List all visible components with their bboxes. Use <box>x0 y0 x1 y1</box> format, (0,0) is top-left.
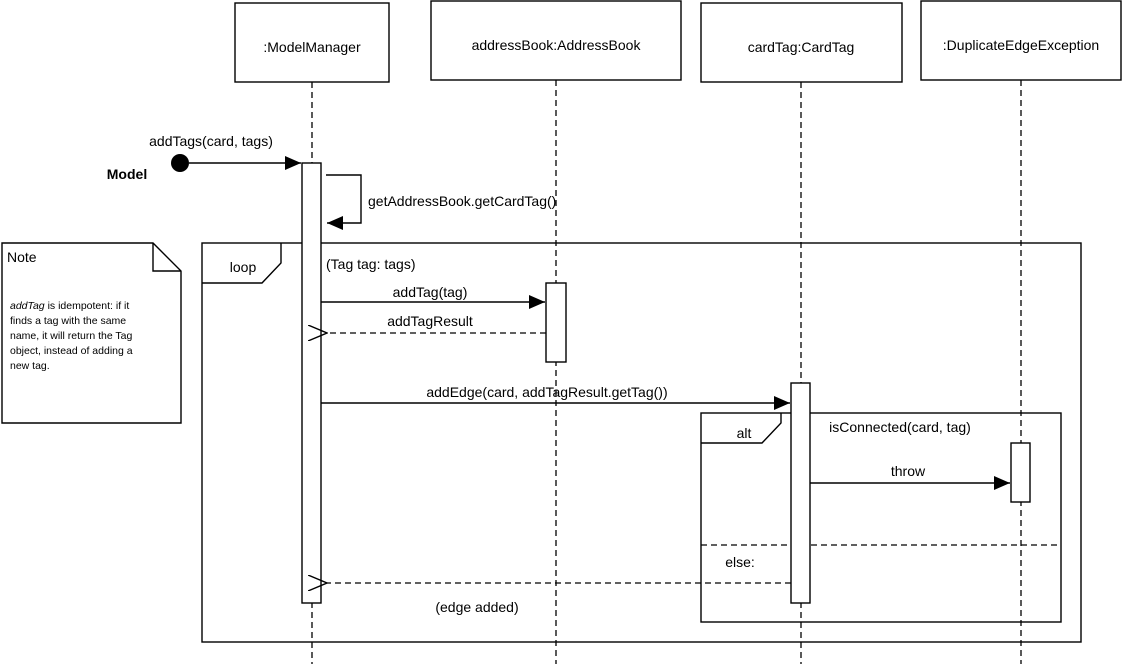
activation-model-manager <box>301 162 322 604</box>
participant-address-book[interactable]: addressBook:AddressBook <box>430 0 682 81</box>
note-line-5: new tag. <box>10 360 50 372</box>
participant-label: cardTag:CardTag <box>748 39 855 55</box>
note[interactable]: Note addTag is idempotent: if it finds a… <box>1 242 182 424</box>
note-line-4: object, instead of adding a <box>10 345 133 357</box>
actor-model[interactable]: Model <box>107 154 189 182</box>
note-line-3: name, it will return the Tag <box>10 330 133 342</box>
alt-fragment: alt <box>700 412 1062 623</box>
loop-label: loop <box>230 259 257 275</box>
initial-node-icon <box>171 154 189 172</box>
participant-model-manager[interactable]: :ModelManager <box>234 2 390 83</box>
message-throw-label: throw <box>891 463 926 479</box>
message-edge-added-label: (edge added) <box>435 599 518 615</box>
participant-duplicate-edge-exception[interactable]: :DuplicateEdgeException <box>920 0 1122 81</box>
note-title: Note <box>7 249 37 265</box>
note-shape <box>1 242 182 424</box>
message-get-card-tag-arrow <box>326 174 362 230</box>
participant-card-tag[interactable]: cardTag:CardTag <box>700 2 903 83</box>
note-fold-icon <box>152 243 181 272</box>
loop-guard: (Tag tag: tags) <box>326 256 416 272</box>
message-get-card-tag-label: getAddressBook.getCardTag() <box>368 193 556 209</box>
alt-guard: isConnected(card, tag) <box>829 419 971 435</box>
message-add-tag-result-label: addTagResult <box>387 313 473 329</box>
actor-label: Model <box>107 166 147 182</box>
note-line-2: finds a tag with the same <box>10 315 126 327</box>
note-line-1: addTag is idempotent: if it <box>10 300 129 312</box>
participant-label: addressBook:AddressBook <box>472 37 642 53</box>
activation-card-tag <box>790 382 811 604</box>
message-add-tags-label: addTags(card, tags) <box>149 133 273 149</box>
activation-duplicate-edge-exception <box>1010 442 1031 503</box>
message-add-edge-label: addEdge(card, addTagResult.getTag()) <box>426 384 667 400</box>
note-line-1-em: addTag <box>10 300 45 312</box>
alt-else-guard: else: <box>725 554 755 570</box>
message-add-tag-label: addTag(tag) <box>393 284 468 300</box>
participant-label: :ModelManager <box>263 39 361 55</box>
loop-fragment: loop <box>201 242 1082 643</box>
activation-address-book <box>545 282 567 363</box>
note-line-1-text: is idempotent: if it <box>45 300 130 312</box>
participant-label: :DuplicateEdgeException <box>943 37 1099 53</box>
alt-label: alt <box>737 425 752 441</box>
